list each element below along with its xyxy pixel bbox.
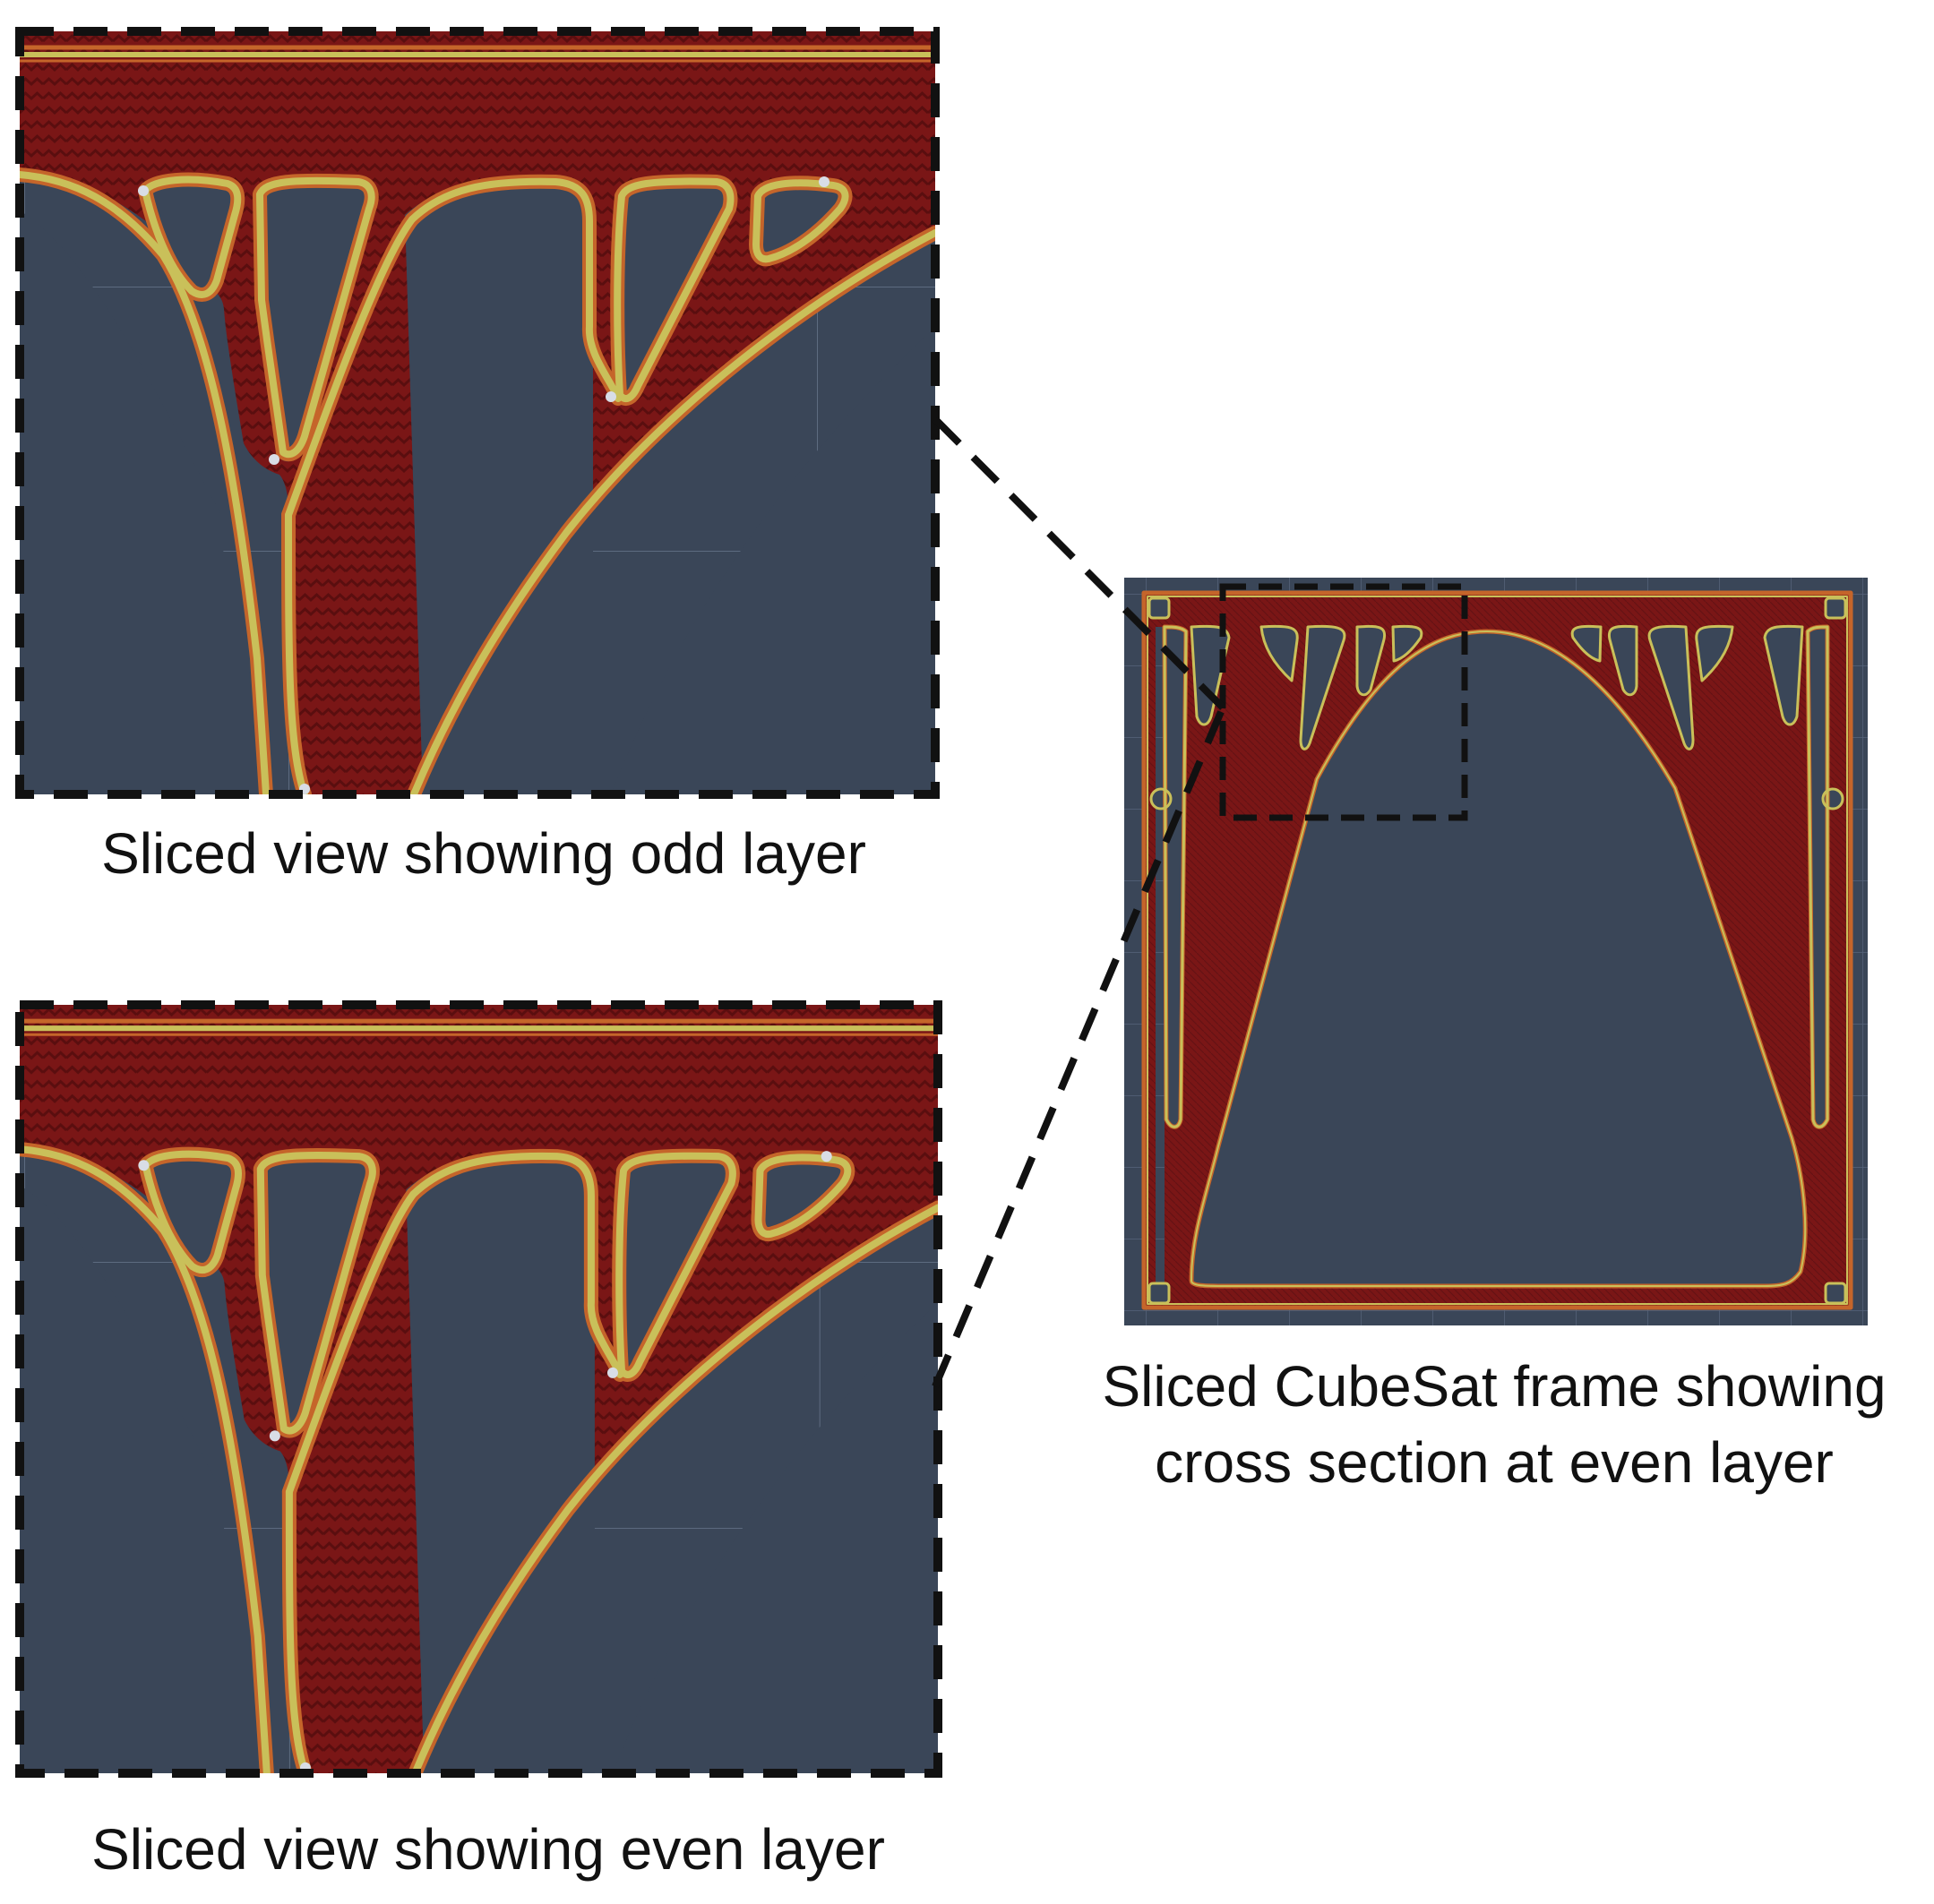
cubesat-frame-view <box>1124 578 1868 1325</box>
odd-layer-dashed-outline <box>15 27 940 799</box>
odd-layer-panel <box>15 27 940 799</box>
connector-line-bottom <box>932 706 1226 1388</box>
zoom-region-dashed-box <box>1219 583 1468 821</box>
frame-caption-line1: Sliced CubeSat frame showing <box>1102 1354 1886 1419</box>
connector-line-top <box>933 416 1225 710</box>
even-layer-dashed-outline <box>15 1000 942 1778</box>
even-layer-panel <box>15 1000 942 1778</box>
odd-layer-caption: Sliced view showing odd layer <box>101 821 866 886</box>
even-layer-caption: Sliced view showing even layer <box>91 1817 885 1882</box>
frame-caption-line2: cross section at even layer <box>1155 1430 1834 1495</box>
